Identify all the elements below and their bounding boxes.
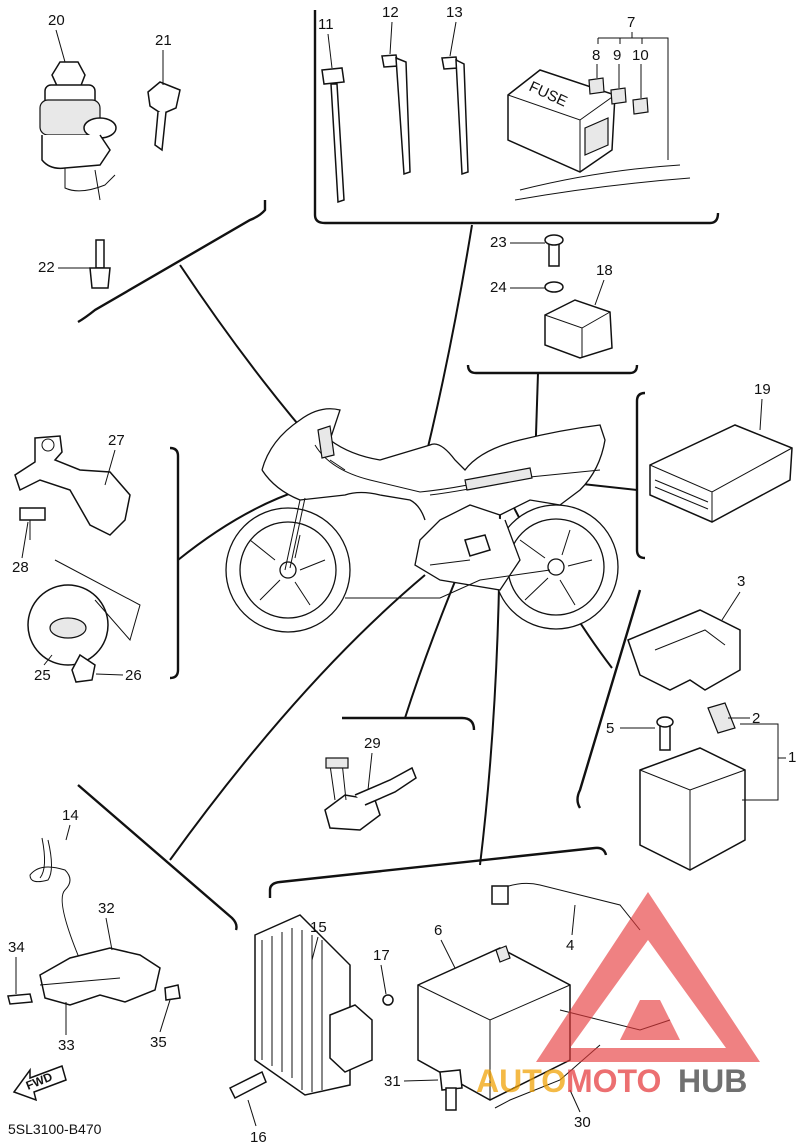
cable-ties (321, 54, 469, 204)
fuse-box-part: FUSE (507, 69, 691, 201)
leader-fuse (419, 224, 473, 481)
horn-bracket-part (14, 435, 131, 540)
forward-arrow-icon: FWD (12, 1065, 67, 1102)
callout-1: 1 (788, 749, 796, 766)
callout-2: 2 (752, 710, 760, 727)
callout-25: 25 (34, 667, 51, 684)
callout-19: 19 (754, 381, 771, 398)
bracket-top-center (313, 10, 720, 225)
leader-speed (169, 574, 426, 861)
bracket-starter (576, 589, 642, 809)
callout-20: 20 (48, 12, 65, 29)
rectifier-part (228, 914, 394, 1100)
bracket-ecu (635, 391, 646, 560)
diagram-code: 5SL3100-B470 (8, 1121, 102, 1137)
neutral-switch-part (324, 757, 417, 831)
callout-16: 16 (250, 1129, 267, 1145)
callout-24: 24 (490, 279, 507, 296)
callout-11: 11 (318, 16, 334, 33)
callout-6: 6 (434, 922, 442, 939)
callout-17: 17 (373, 947, 390, 964)
bracket-relay (466, 364, 639, 375)
callout-18: 18 (596, 262, 613, 279)
callout-26: 26 (125, 667, 142, 684)
callout-5: 5 (606, 720, 614, 737)
watermark-auto: AUTO (476, 1063, 566, 1099)
callout-4: 4 (566, 937, 574, 954)
callout-27: 27 (108, 432, 125, 449)
callout-23: 23 (490, 234, 507, 251)
main-switch-part (39, 61, 117, 201)
callout-7: 7 (627, 14, 635, 31)
leader-horn (177, 489, 301, 561)
callout-28: 28 (12, 559, 29, 576)
callout-10: 10 (632, 47, 649, 64)
callout-21: 21 (155, 32, 172, 49)
key-part (147, 81, 181, 152)
callout-33: 33 (58, 1037, 75, 1054)
callout-31: 31 (384, 1073, 401, 1090)
ecu-part (649, 424, 793, 523)
bolt-22-part (89, 239, 111, 289)
bracket-sensor (342, 716, 476, 731)
watermark-hub: HUB (678, 1063, 747, 1099)
callout-34: 34 (8, 939, 25, 956)
callout-22: 22 (38, 259, 55, 276)
callout-32: 32 (98, 900, 115, 917)
bracket-top-left (77, 200, 267, 324)
bracket-battery (268, 846, 608, 898)
motorcycle-outline (225, 408, 619, 633)
callout-13: 13 (446, 4, 463, 21)
callout-8: 8 (592, 47, 600, 64)
callout-14: 14 (62, 807, 79, 824)
callout-15: 15 (310, 919, 327, 936)
callout-30: 30 (574, 1114, 591, 1131)
callout-29: 29 (364, 735, 381, 752)
callout-9: 9 (613, 47, 621, 64)
starter-cover-part (627, 609, 741, 691)
callout-3: 3 (737, 573, 745, 590)
watermark-triangle-icon (536, 892, 760, 1062)
bracket-speed (77, 784, 238, 931)
callout-35: 35 (150, 1034, 167, 1051)
speed-sensor-part (7, 837, 181, 1006)
callout-12: 12 (382, 4, 399, 21)
watermark-moto: MOTO (566, 1063, 661, 1099)
relay-part (544, 234, 613, 359)
part-callouts: 20 21 22 11 12 13 7 8 9 10 23 24 18 19 2… (8, 4, 796, 1145)
horn-part (27, 559, 141, 683)
bracket-horn (169, 446, 180, 680)
automotohub-watermark: AUTO MOTO HUB (476, 892, 760, 1099)
starter-relay-part (639, 702, 746, 871)
